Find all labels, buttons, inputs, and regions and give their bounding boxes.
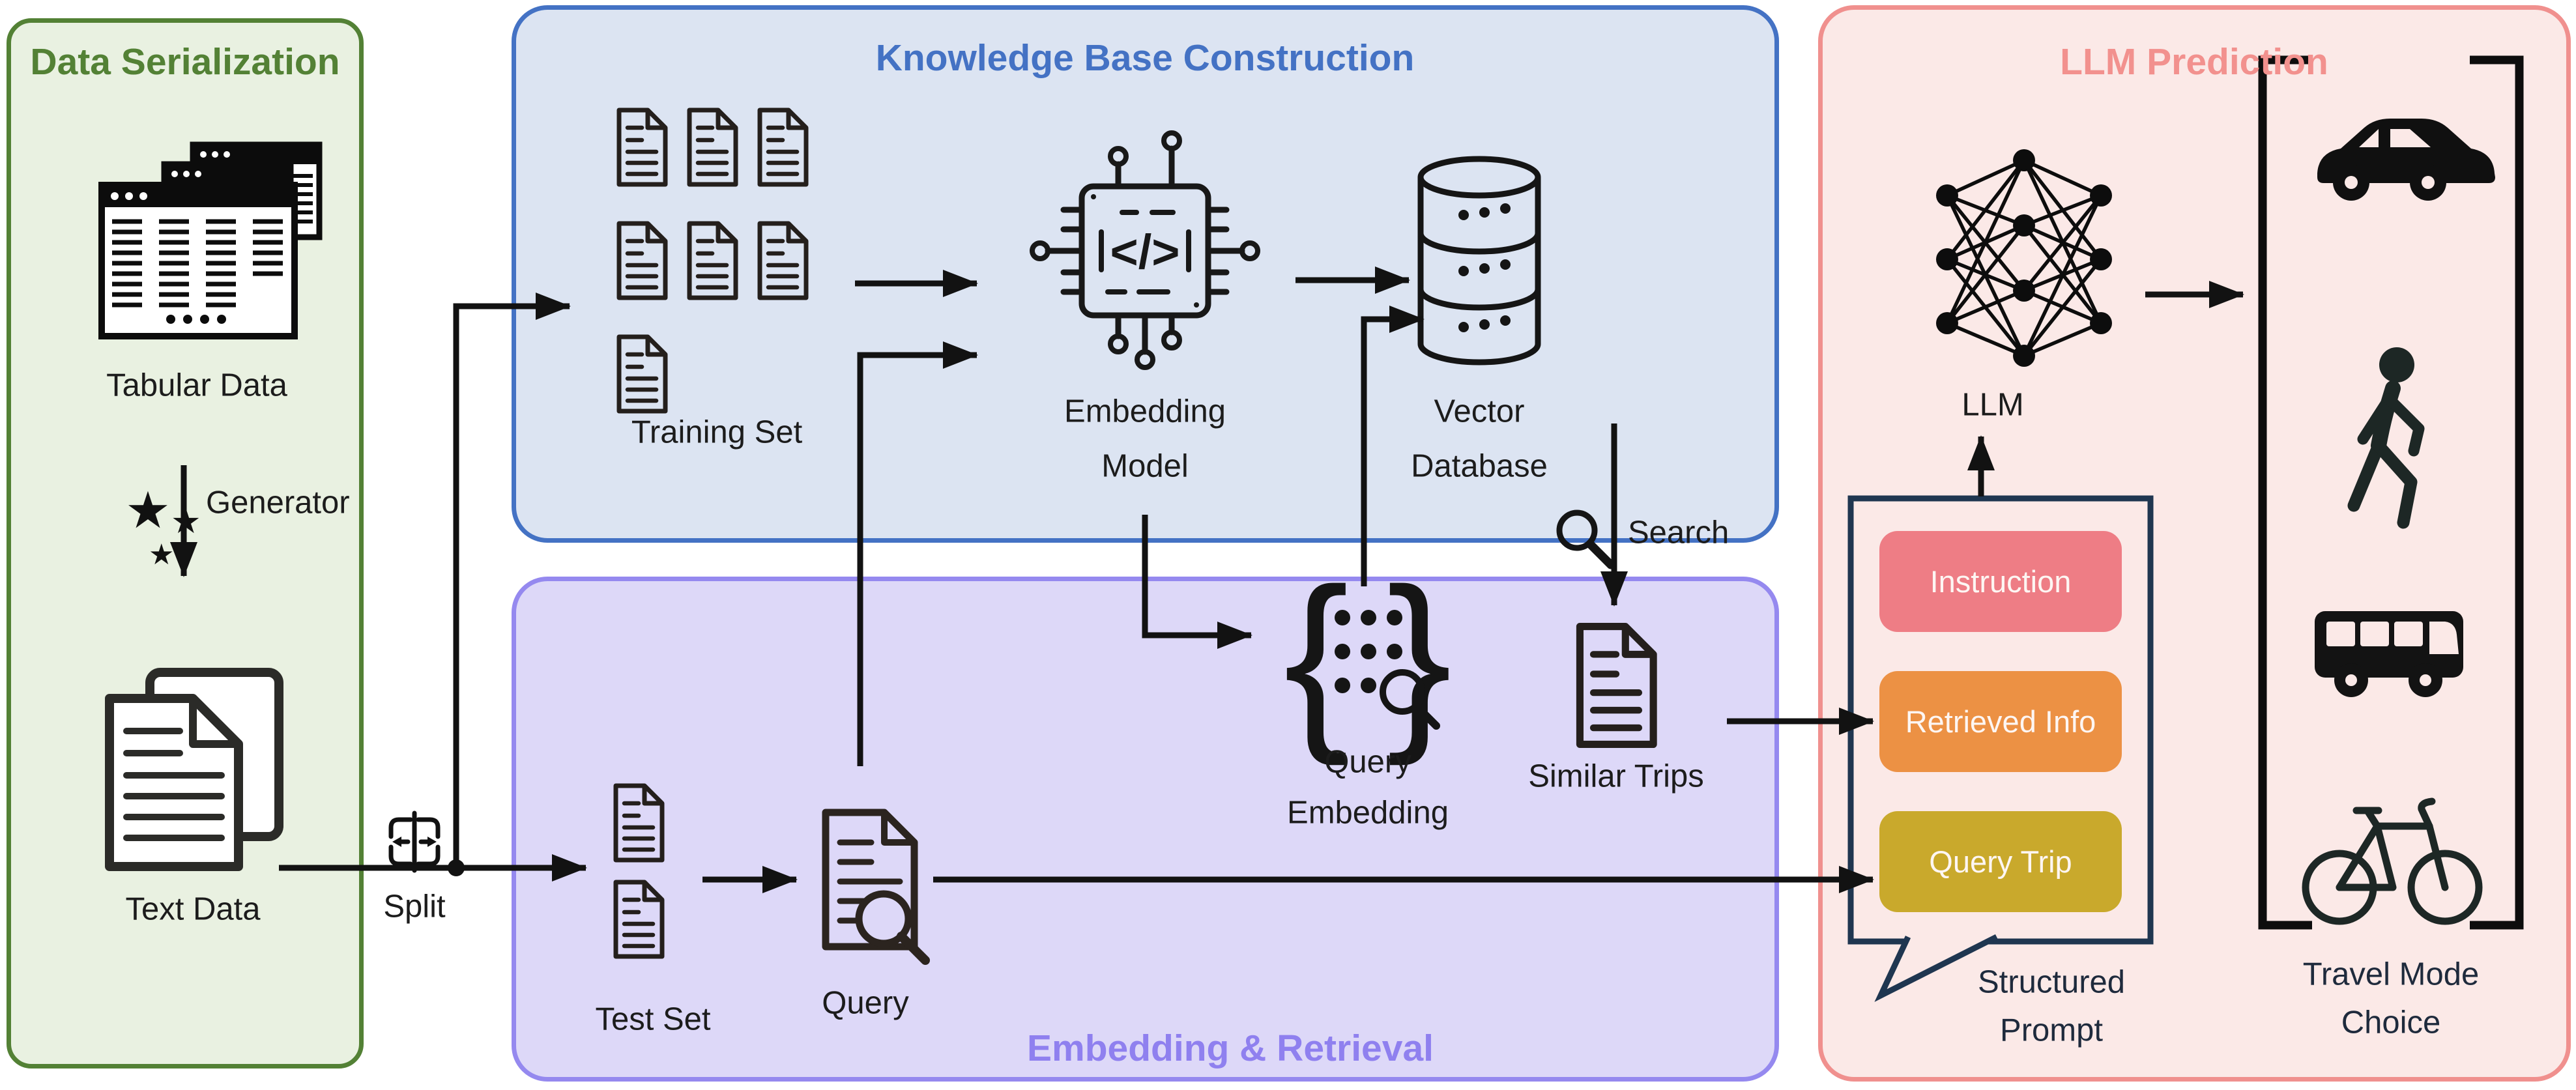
svg-text:★: ★ [125,481,171,540]
structured-prompt-caption-line1: Structured [1977,964,2126,1000]
llm-neural-network-icon [1936,149,2112,367]
search-icon [1556,509,1615,569]
svg-text:★: ★ [149,538,174,571]
query-trip-label: Query Trip [1929,844,2072,879]
panel-title-knowledge-base: Knowledge Base Construction [875,37,1415,79]
arrow-query-to-embeddingmodel [857,341,978,766]
embedding-model-label-line1: Embedding [1064,394,1226,429]
bus-icon [2315,611,2463,697]
split-icon [388,810,441,873]
test-set-docs-icon [616,786,662,956]
bicycle-icon [2302,797,2483,925]
similar-trips-doc-icon [1580,627,1653,745]
generator-label: Generator [206,485,350,521]
query-doc-icon [822,809,930,965]
embedding-model-label-line2: Model [1101,448,1189,484]
training-set-label: Training Set [631,414,803,450]
output-bracket [2258,55,2524,930]
panel-embedding-retrieval [512,577,1779,1082]
connectors [170,266,2244,893]
tabular-data-label: Tabular Data [106,367,287,403]
structured-prompt-caption-line2: Prompt [2000,1012,2103,1048]
similar-trips-label: Similar Trips [1528,758,1704,794]
vector-db-label-line1: Vector [1434,394,1525,429]
arrow-split-to-trainingset [453,293,571,868]
arrow-queryembedding-to-vectordb [1361,306,1425,586]
instruction-label: Instruction [1930,564,2072,599]
stars-icon: ★ ★ ★ [125,481,201,571]
travel-mode-caption-line2: Choice [2341,1005,2441,1040]
query-label: Query [822,985,909,1021]
retrieved-info-label: Retrieved Info [1905,704,2096,739]
embedding-model-chip-icon: </> [1030,130,1260,370]
panel-title-data-serialization: Data Serialization [30,41,340,83]
retrieved-info-block: Retrieved Info [1879,671,2122,772]
query-embedding-label-line1: Query [1324,744,1411,780]
panel-title-embedding-retrieval: Embedding & Retrieval [1027,1027,1434,1070]
vector-database-icon [1417,156,1541,366]
training-set-docs-icon [619,110,806,411]
search-label: Search [1628,515,1729,551]
query-embedding-label-line2: Embedding [1287,795,1449,831]
llm-label: LLM [1961,387,2024,423]
travel-mode-caption-line1: Travel Mode [2302,956,2480,992]
svg-text:</>: </> [1110,225,1180,279]
test-set-label: Test Set [595,1001,711,1037]
panel-title-llm-prediction: LLM Prediction [2060,41,2328,83]
car-icon [2317,119,2495,201]
query-embedding-icon: { } [1284,547,1452,767]
pedestrian-icon [2347,347,2425,529]
text-data-label: Text Data [125,891,261,927]
text-data-icon [105,668,283,871]
tabular-data-icon [98,141,323,339]
arrow-embeddingmodel-to-queryembedding [1142,515,1252,649]
instruction-block: Instruction [1879,531,2122,632]
vector-db-label-line2: Database [1411,448,1548,484]
split-label: Split [383,889,446,925]
speech-bubble-tail [1874,934,1999,1002]
query-trip-block: Query Trip [1879,811,2122,912]
